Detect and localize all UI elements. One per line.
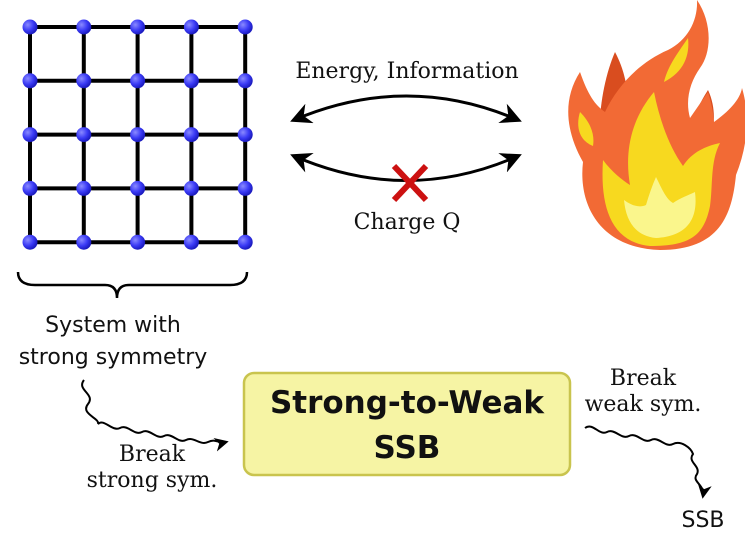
energy-information-label: Energy, Information [295,59,518,84]
break-strong-label-line2: strong sym. [87,468,218,493]
break-strong-squiggle-arrow [81,379,229,452]
break-strong-label-line1: Break [119,442,186,467]
lattice-site [237,180,253,196]
lattice-site [183,180,199,196]
lattice-site [76,19,92,35]
box-title-line2: SSB [374,430,441,466]
charge-q-label: Charge Q [354,210,461,235]
red-x-icon [391,163,429,203]
lattice-site [22,127,38,143]
lattice-site [130,234,146,250]
ssb-label: SSB [681,508,724,533]
lattice-site [237,19,253,35]
lattice-site [22,73,38,89]
lattice-site [183,19,199,35]
lattice-site [76,180,92,196]
lattice-site [183,127,199,143]
lattice [22,19,253,250]
strong-to-weak-ssb-box [242,371,572,477]
lattice-site [22,180,38,196]
brace [16,271,249,299]
break-weak-squiggle-arrow [584,425,712,499]
fire-icon [568,0,745,250]
lattice-site [237,234,253,250]
break-weak-label-line1: Break [610,366,677,391]
lattice-site [22,234,38,250]
lattice-site [237,127,253,143]
lattice-site [22,19,38,35]
lattice-site [130,19,146,35]
lattice-site [183,73,199,89]
lattice-site [237,73,253,89]
break-weak-label-line2: weak sym. [585,392,702,417]
energy-information-arrow [290,94,522,124]
lattice-site [76,73,92,89]
lattice-site [130,180,146,196]
system-label-line2: strong symmetry [19,345,208,370]
lattice-site [183,234,199,250]
lattice-site [130,127,146,143]
lattice-site [76,234,92,250]
box-title-line1: Strong-to-Weak [270,385,545,421]
system-label-line1: System with [45,313,181,338]
lattice-site [130,73,146,89]
lattice-site [76,127,92,143]
